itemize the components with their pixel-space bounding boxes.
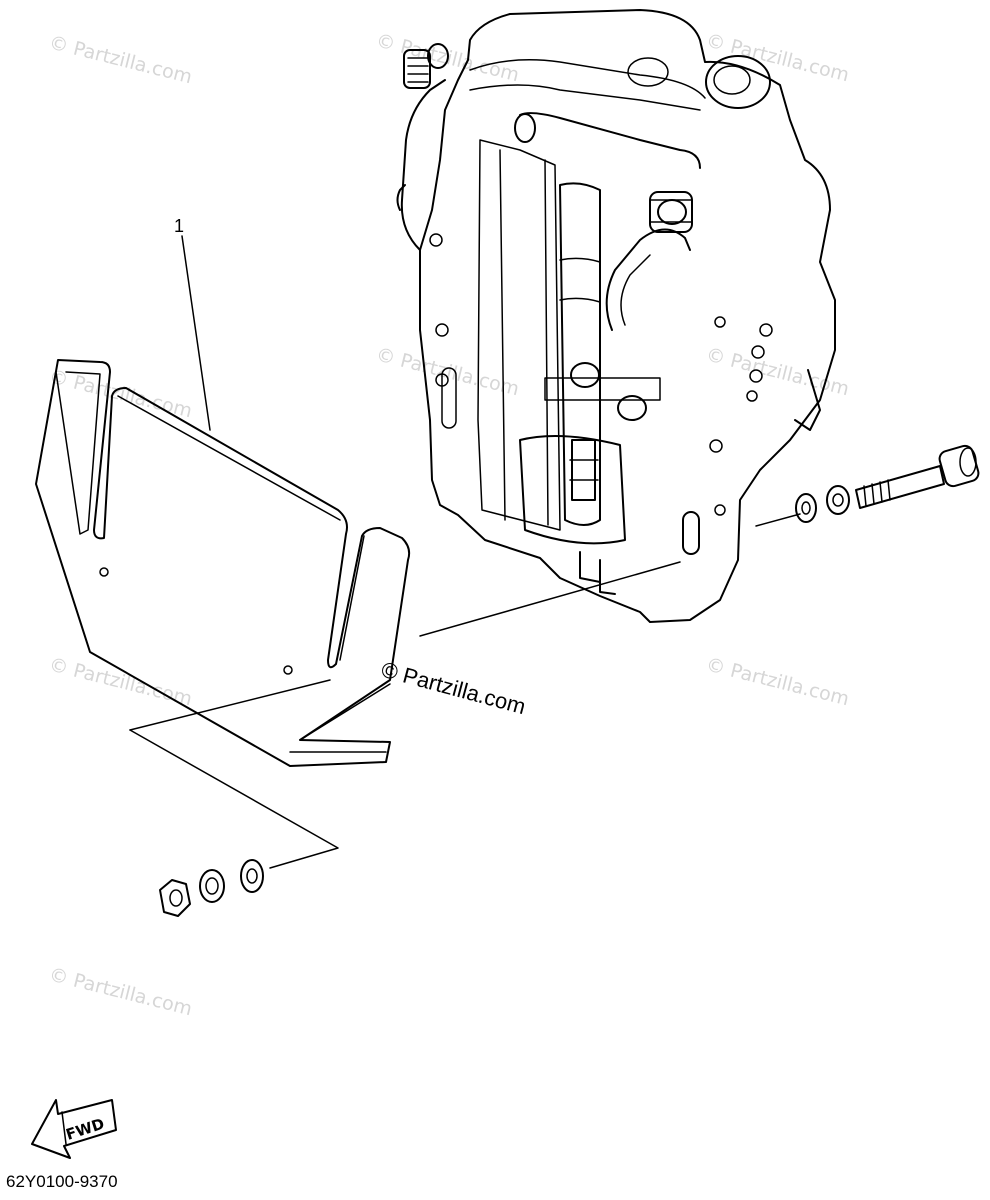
callout-label: 1 xyxy=(174,216,184,236)
washers-right xyxy=(795,485,850,523)
fwd-arrow-icon: FWD xyxy=(31,1099,117,1159)
watermark: © Partzilla.com xyxy=(47,964,195,1021)
watermark: © Partzilla.com xyxy=(47,32,195,89)
watermark: © Partzilla.com xyxy=(47,654,195,711)
bolt xyxy=(855,444,980,509)
nut-icon xyxy=(159,879,191,917)
nut-and-washers-left xyxy=(159,859,264,917)
watermark-layer: © Partzilla.com © Partzilla.com © Partzi… xyxy=(47,30,852,1021)
part-number: 62Y0100-9370 xyxy=(6,1172,118,1191)
watermark: © Partzilla.com xyxy=(374,344,522,401)
leader-lines xyxy=(129,513,801,869)
guard-plate: 1 xyxy=(35,216,411,767)
center-watermark: © Partzilla.com xyxy=(379,657,529,720)
bracket-assembly xyxy=(396,9,836,623)
knob-icon xyxy=(403,49,431,89)
watermark: © Partzilla.com xyxy=(704,654,852,711)
